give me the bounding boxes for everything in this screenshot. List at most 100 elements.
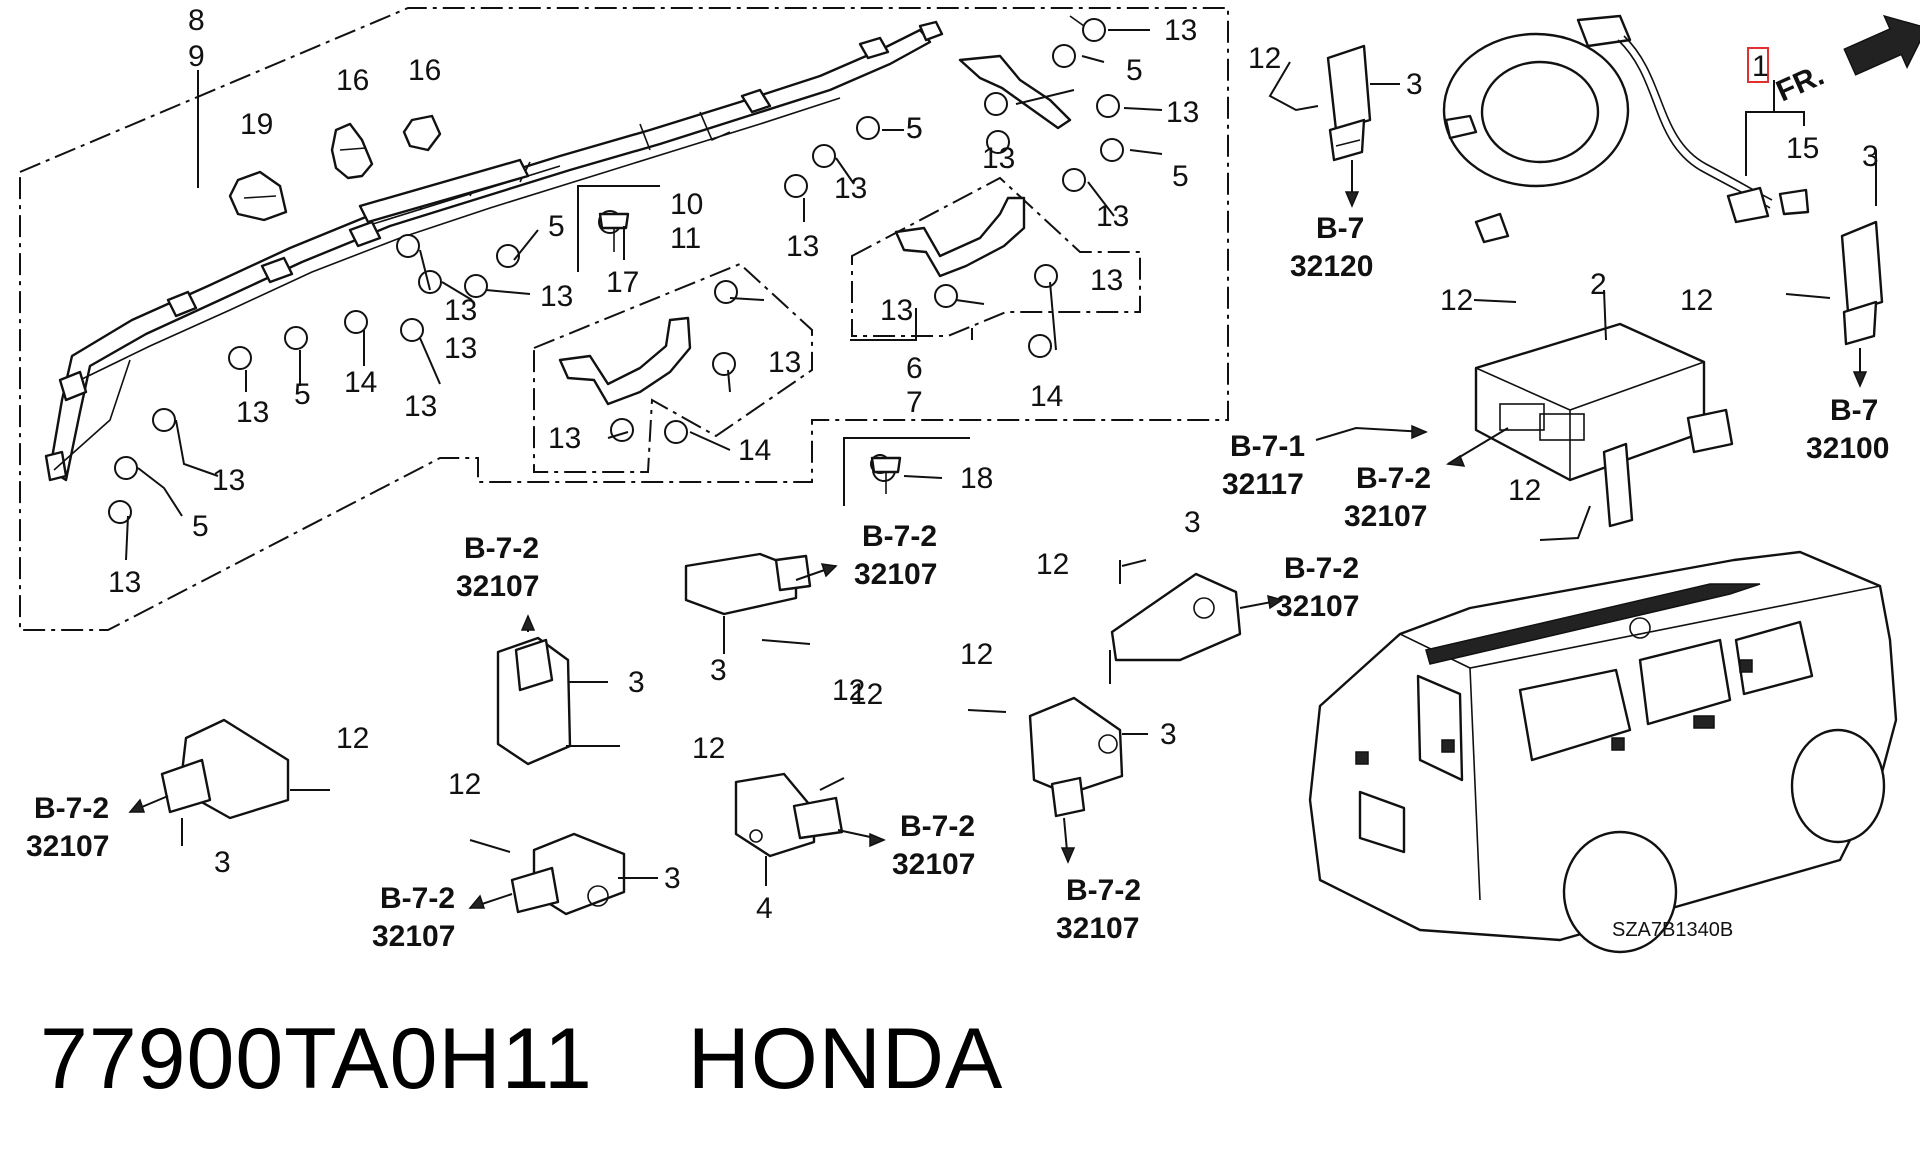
ref-label: B-7-2 32107 (1056, 874, 1141, 945)
callout: 3 (628, 666, 645, 699)
callout: 1 (1752, 50, 1769, 83)
ref-label: B-7-2 32107 (854, 520, 937, 591)
front-label: FR. (1771, 59, 1829, 109)
svg-text:B-7-2: B-7-2 (1066, 874, 1141, 907)
callout: 3 (214, 846, 231, 879)
callout: 5 (548, 210, 565, 243)
clip-16b (402, 114, 442, 152)
callout: 13 (548, 422, 581, 455)
callout: 3 (1406, 68, 1423, 101)
sensor-32120 (1326, 44, 1372, 162)
clip-19 (228, 170, 288, 222)
callout: 17 (606, 266, 639, 299)
side-sensor-c (160, 718, 290, 820)
leader-lines (125, 29, 1877, 909)
callout: 13 (212, 464, 245, 497)
callout: 12 (1680, 284, 1713, 317)
clock-spring-1 (1442, 14, 1810, 244)
callout: 5 (1172, 160, 1189, 193)
part-number: 77900TA0H11 (40, 1011, 593, 1107)
callout: 18 (960, 462, 993, 495)
callout: 14 (344, 366, 377, 399)
callout: 15 (1786, 132, 1819, 165)
svg-text:32117: 32117 (1222, 468, 1304, 501)
clip-16a (330, 122, 374, 180)
bolt-17 (598, 212, 630, 252)
svg-text:32100: 32100 (1806, 432, 1889, 465)
side-sensor-b (684, 552, 812, 616)
bolt-18 (870, 456, 902, 494)
ref-arrows (128, 191, 1868, 909)
bracket-6-7 (894, 196, 1026, 278)
callout: 7 (906, 386, 923, 419)
ref-label: B-7-2 32107 (372, 882, 455, 953)
ref-label: B-7-2 32107 (456, 532, 539, 603)
callout: 12 (1036, 548, 1069, 581)
highlight-box-part-1 (1747, 47, 1769, 83)
callout: 3 (710, 654, 727, 687)
callout: 2 (1590, 268, 1607, 301)
front-direction-arrow (1843, 14, 1920, 76)
callout: 13 (786, 230, 819, 263)
callout: 12 (336, 722, 369, 755)
group-6-7-outline (851, 176, 1141, 337)
callout: 3 (664, 862, 681, 895)
callout: 12 (1248, 42, 1281, 75)
callout: 13 (404, 390, 437, 423)
callout: 5 (906, 112, 923, 145)
svg-text:32107: 32107 (1276, 590, 1359, 623)
ref-label: B-7-2 32107 (1344, 462, 1431, 533)
callout: 12 (960, 638, 993, 671)
callout: 12 (448, 768, 481, 801)
callout: 12 (1508, 474, 1541, 507)
callout: 13 (108, 566, 141, 599)
callout: 13 (768, 346, 801, 379)
callout: 11 (670, 222, 701, 255)
svg-text:32107: 32107 (854, 558, 937, 591)
callout: 3 (1184, 506, 1201, 539)
ref-label: B-7 32120 (1290, 212, 1373, 283)
callout: 12 (692, 732, 725, 765)
callout: 13 (1164, 14, 1197, 47)
svg-text:B-7: B-7 (1830, 394, 1878, 427)
curtain-airbag-assembly (44, 20, 1072, 482)
curtain-airbag-group-outline (19, 7, 1229, 631)
drawing-code: SZA7B1340B (1612, 919, 1733, 941)
callout: 13 (444, 294, 477, 327)
svg-text:B-7-2: B-7-2 (464, 532, 539, 565)
group-11-outline (533, 262, 813, 473)
ref-label: B-7-1 32117 (1222, 430, 1305, 501)
callout: 9 (188, 40, 205, 73)
svg-text:B-7-2: B-7-2 (1284, 552, 1359, 585)
ref-label: B-7-2 32107 (892, 810, 975, 881)
callout: 19 (240, 108, 273, 141)
callout: 5 (1126, 54, 1143, 87)
brand-name: HONDA (687, 1011, 1004, 1107)
svg-text:32120: 32120 (1290, 250, 1373, 283)
callout: 13 (444, 332, 477, 365)
callout: 16 (408, 54, 441, 87)
part-caption: 77900TA0H11 HONDA (40, 1010, 1003, 1110)
side-sensor-d (510, 832, 626, 916)
callout: 13 (834, 172, 867, 205)
side-sensor-4 (734, 772, 844, 858)
callout: 14 (738, 434, 771, 467)
vehicle-illustration (1308, 550, 1898, 954)
bolt-18-bracket-line (843, 437, 970, 506)
callout: 12 (832, 674, 865, 707)
callout: 3 (1160, 718, 1177, 751)
svg-text:B-7-2: B-7-2 (862, 520, 937, 553)
svg-text:B-7-2: B-7-2 (380, 882, 455, 915)
callout: 5 (192, 510, 209, 543)
svg-text:32107: 32107 (1056, 912, 1139, 945)
callout: 6 (906, 352, 923, 385)
callout: 13 (1090, 264, 1123, 297)
svg-text:B-7-2: B-7-2 (34, 792, 109, 825)
callout: 12 (1440, 284, 1473, 317)
callout-numbers: 8 9 16 16 19 13 5 13 5 13 5 13 5 13 13 5… (108, 4, 1879, 925)
group-10-11-bracket-line (577, 185, 660, 272)
callout: 13 (540, 280, 573, 313)
side-sensor-e (1028, 696, 1124, 818)
side-sensor-a (496, 636, 572, 766)
